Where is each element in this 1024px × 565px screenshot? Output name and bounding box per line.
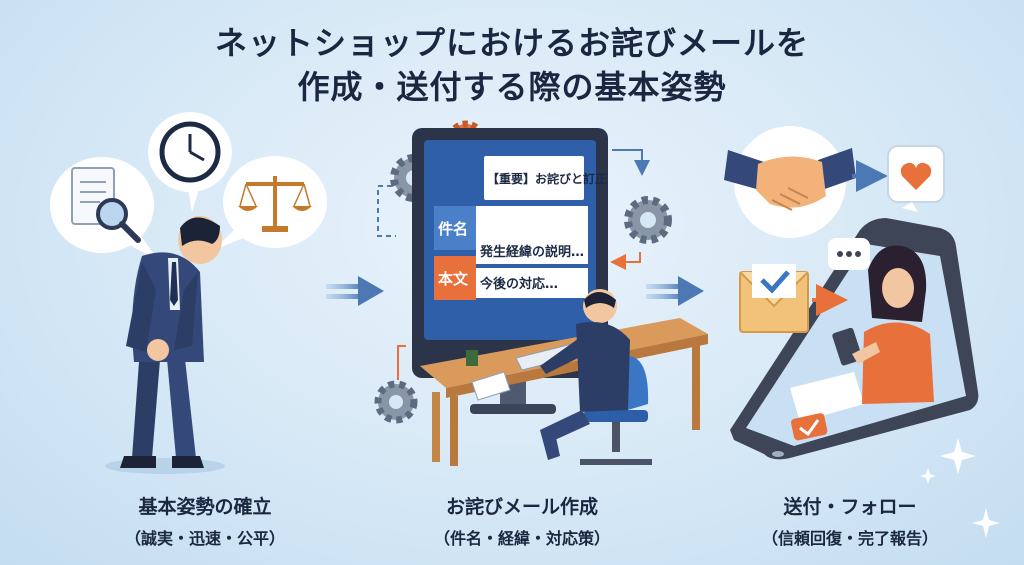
body-line-1: 発生経緯の説明…: [479, 244, 584, 260]
title-line-2: 作成・送付する際の基本姿勢: [297, 68, 727, 106]
speech-bubble-icon: [828, 238, 870, 270]
heart-icon: [887, 145, 945, 212]
field-label-subject: 件名: [438, 220, 468, 238]
gear-icon: [374, 380, 418, 424]
step-caption-drafting: お詫びメール作成 （件名・経緯・対応策）: [372, 492, 672, 549]
envelope-check-icon: [739, 264, 809, 333]
step-caption-follow-up: 送付・フォロー （信頼回復・完了報告）: [700, 492, 1000, 549]
sparkle-icon: [920, 438, 1000, 538]
handshake-icon: [724, 126, 856, 238]
bowing-businessman: [105, 216, 225, 474]
step-detail: （件名・経緯・対応策）: [433, 529, 610, 548]
gear-icon: [624, 196, 672, 244]
bubble-scales: [214, 156, 327, 250]
title-line-1: ネットショップにおけるお詫びメールを: [214, 24, 809, 62]
step-label: 基本姿勢の確立: [138, 496, 272, 518]
body-line-2: 今後の対応…: [479, 276, 558, 292]
step-detail: （誠実・迅速・公平）: [124, 529, 285, 548]
step-detail: （信頼回復・完了報告）: [761, 529, 938, 548]
step-caption-foundation: 基本姿勢の確立 （誠実・迅速・公平）: [60, 492, 350, 549]
subject-text: 【重要】お詫びと訂正: [487, 171, 607, 186]
typing-worker: [540, 289, 630, 460]
bubble-document-search: [50, 157, 160, 262]
phone-message-card: [790, 372, 864, 441]
flow-arrow-2: [646, 276, 704, 306]
flow-arrow-1: [326, 276, 384, 306]
bubble-clock: [148, 112, 232, 212]
woman-with-tablet: [832, 245, 934, 404]
step-label: お詫びメール作成: [445, 496, 598, 518]
computer-monitor: [412, 128, 608, 414]
field-label-body: 本文: [438, 270, 469, 288]
step-label: 送付・フォロー: [783, 496, 917, 518]
